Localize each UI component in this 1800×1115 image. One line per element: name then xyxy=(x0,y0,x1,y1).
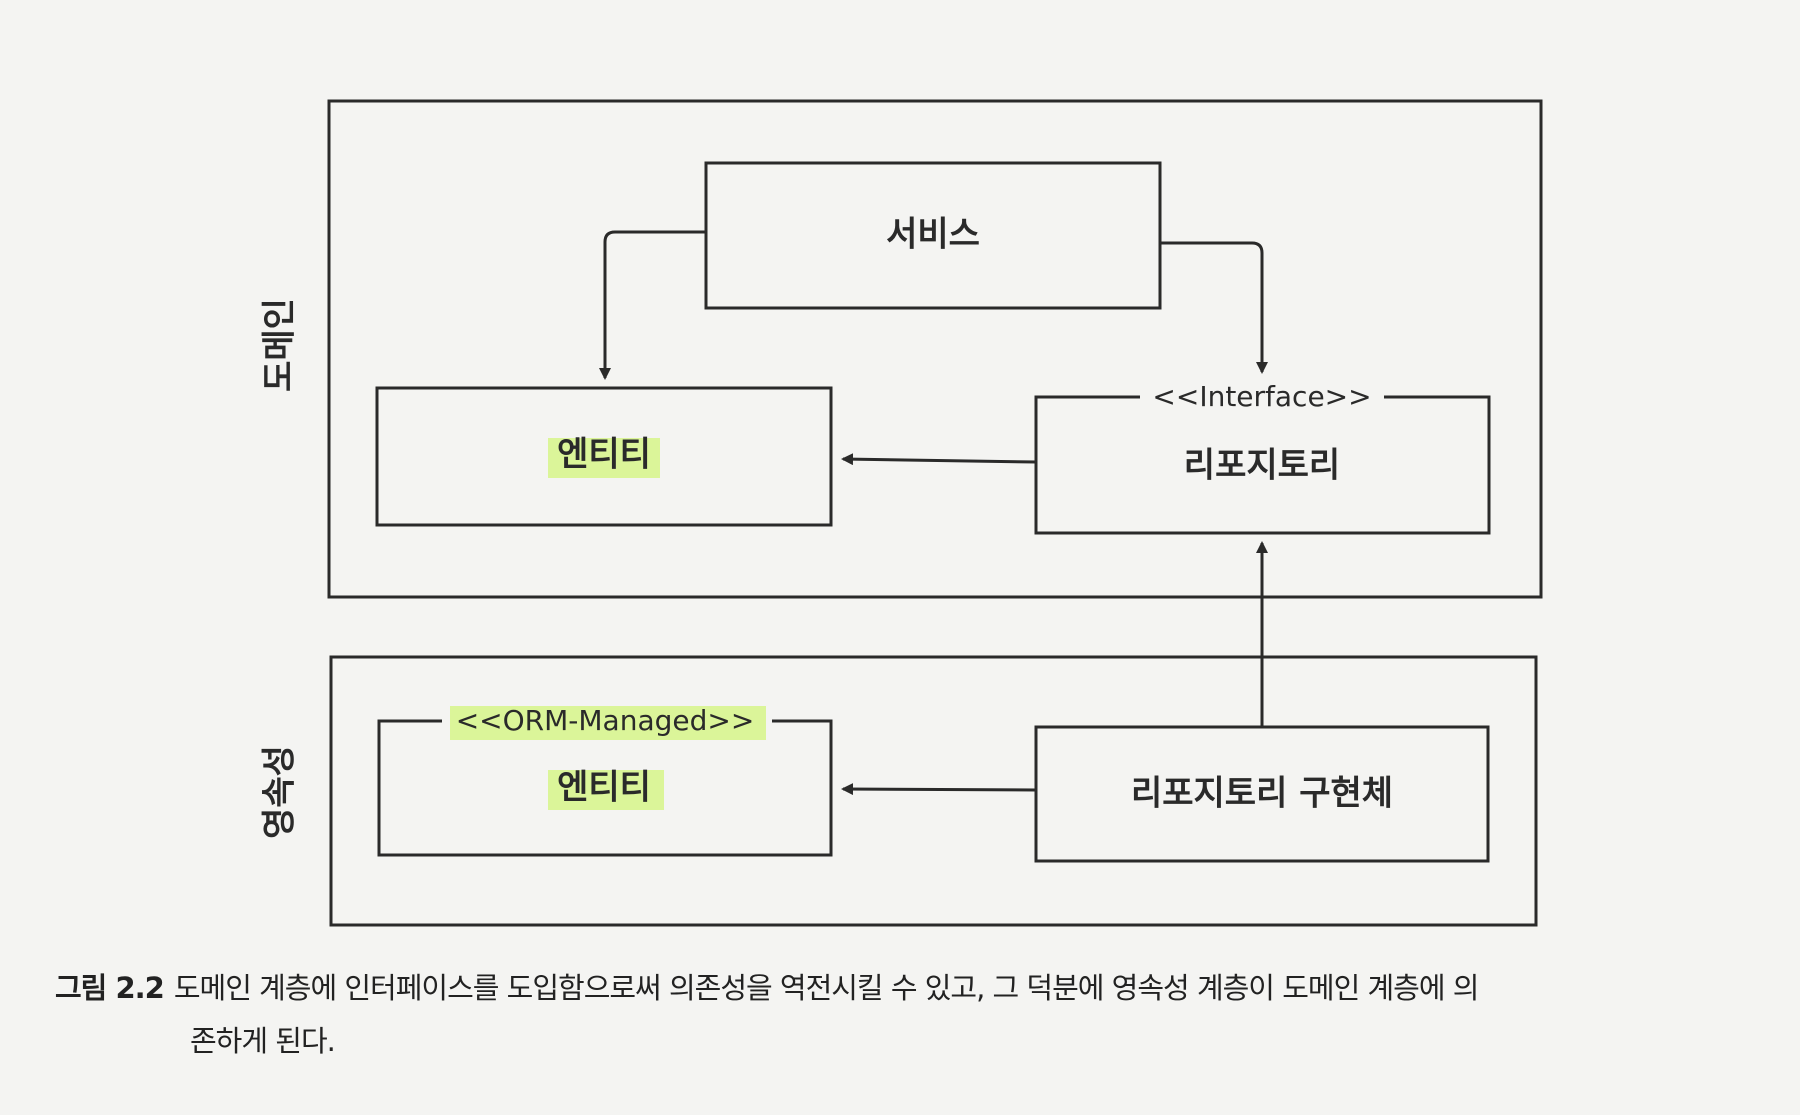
persistence-layer-box xyxy=(329,655,1538,927)
caption-line-2: 존하게 된다. xyxy=(190,1024,336,1058)
orm-entity-label: 엔티티 xyxy=(557,768,651,808)
caption-line-1: 도메인 계층에 인터페이스를 도입함으로써 의존성을 역전시킬 수 있고, 그 … xyxy=(173,971,1480,1005)
entity-box xyxy=(375,386,833,527)
repository-label: 리포지토리 xyxy=(1184,446,1340,486)
highlight-mark xyxy=(548,770,664,810)
domain-layer-label: 도메인 xyxy=(260,298,300,392)
service-box xyxy=(704,161,1162,310)
repository-impl-label: 리포지토리 구현체 xyxy=(1131,774,1393,814)
entity-label: 엔티티 xyxy=(557,435,651,475)
orm-stereotype: <<ORM-Managed>> xyxy=(456,704,755,737)
persistence-layer-label: 영속성 xyxy=(260,745,300,839)
impl-to-orm-entity-arrow xyxy=(841,783,1037,796)
service-label: 서비스 xyxy=(886,215,980,255)
service-to-entity-arrow xyxy=(599,230,706,380)
highlight-mark xyxy=(450,706,766,740)
highlight-mark xyxy=(548,438,660,478)
figure-number: 그림 2.2 xyxy=(55,971,165,1005)
repository-to-entity-arrow xyxy=(841,453,1037,466)
service-to-repository-arrow xyxy=(1160,241,1268,374)
repository-stereotype: <<Interface>> xyxy=(1152,380,1371,413)
domain-layer-box xyxy=(327,99,1543,599)
